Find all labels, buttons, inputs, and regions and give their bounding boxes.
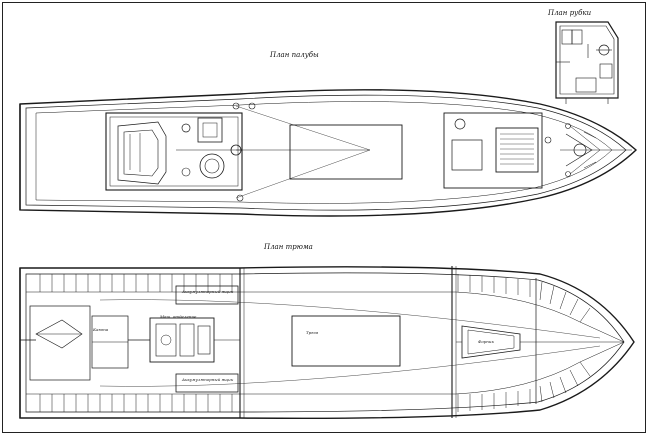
deck-plan-title: План палубы xyxy=(269,51,319,59)
battery-box-lower-label: Аккумуляторный ящик xyxy=(181,377,234,382)
hold-frames-bottom xyxy=(39,361,591,412)
sheet-border xyxy=(2,2,646,433)
wheelhouse-plan-title: План рубки xyxy=(547,9,592,17)
engine-room-label: Маш. отделение xyxy=(159,314,197,319)
aft-room-label: Каюта xyxy=(92,327,109,332)
fore-peak-label: Форпик xyxy=(478,339,494,344)
hold-center-label: Трюм xyxy=(306,330,319,335)
wheelhouse-plan xyxy=(555,21,619,104)
hold-plan xyxy=(19,266,635,420)
hold-plan-title: План трюма xyxy=(263,243,313,251)
battery-box-upper-label: Аккумуляторный ящик xyxy=(181,289,234,294)
deck-plan xyxy=(19,89,638,217)
hold-frames-top xyxy=(39,274,591,323)
